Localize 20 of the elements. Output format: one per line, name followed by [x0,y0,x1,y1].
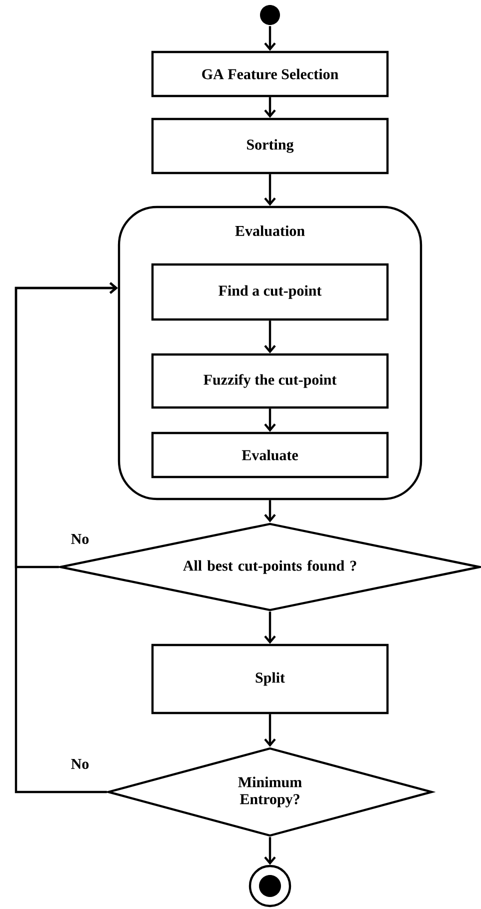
arrow [264,408,276,432]
process-box: Evaluate [151,432,389,478]
arrow [14,282,118,794]
arrow [264,97,276,118]
edge-label: No [71,759,89,769]
arrow [264,500,276,522]
arrow [264,612,276,644]
arrow [264,837,276,865]
arrow [264,174,276,206]
edge-label: No [71,534,89,544]
process-box: Find a cut-point [151,263,389,321]
process-box: Split [151,644,389,714]
arrow [264,320,276,354]
process-box: Sorting [151,118,389,174]
process-box: Fuzzify the cut-point [151,353,389,409]
arrow [264,26,276,51]
start-dot [260,5,280,25]
end-bullseye [248,864,292,908]
arrow [264,714,276,747]
process-box: GA Feature Selection [151,50,389,98]
